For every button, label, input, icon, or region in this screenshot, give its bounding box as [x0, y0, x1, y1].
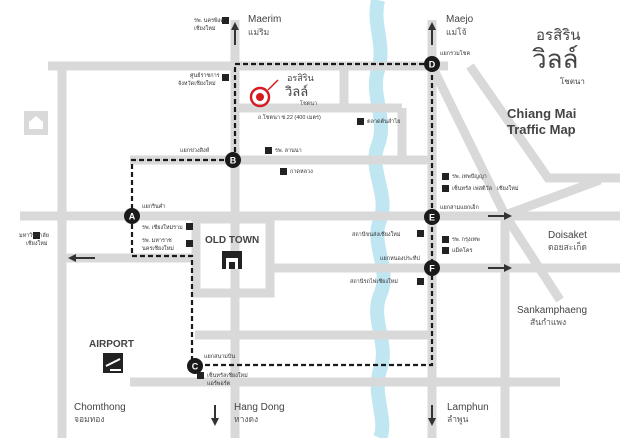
landmark-hosp-cm-uni-2: นครเชียงใหม่: [142, 245, 174, 252]
building-icon: [417, 230, 424, 237]
landmark-makro: แม็คโคร: [452, 246, 472, 254]
brand-logo: อรสิริน วิลล์ โชตนา: [532, 27, 585, 86]
dest-maejo: Maejo: [446, 14, 474, 25]
hospital-icon: [280, 168, 287, 175]
map-title-line-2: Traffic Map: [507, 122, 576, 137]
hospital-icon: [442, 236, 449, 243]
dest-maerim-th: แม่ริม: [248, 27, 269, 37]
landmark-kad-market: ตลาดต้นลำไย: [367, 118, 400, 125]
landmark-icons: [33, 17, 449, 379]
map-title-line-1: Chiang Mai: [507, 106, 576, 121]
dest-chomthong: Chomthong: [74, 402, 126, 413]
dest-sankamphaeng: Sankamphaeng: [517, 305, 587, 316]
road-network: [20, 20, 620, 438]
waypoint-e: [424, 209, 440, 225]
dest-hangdong: Hang Dong: [234, 402, 285, 413]
landmark-chiangmai-university-2: เชียงใหม่: [26, 240, 48, 247]
direction-arrows: [68, 22, 512, 426]
waypoint-markers[interactable]: [124, 56, 440, 374]
temple-icon: [24, 111, 48, 135]
intersection-b: แยกข่วงสิงห์: [180, 147, 210, 154]
dest-chomthong-th: จอมทอง: [74, 414, 105, 424]
building-icon: [442, 185, 449, 192]
intersection-e: แยกสามแยกเอ็ก: [440, 203, 479, 211]
brand-name-th-3: โชตนา: [560, 76, 585, 86]
dest-doisaket-th: ดอยสะเก็ด: [548, 241, 587, 252]
landmark-hosp-cm-uni-1: รพ. มหาราช: [142, 237, 172, 244]
building-icon: [222, 74, 229, 81]
market-icon: [357, 118, 364, 125]
landmark-theppanya-hospital: รพ. เทพปัญญา: [452, 173, 487, 180]
hospital-icon: [442, 173, 449, 180]
landmark-lanna-hospital: รพ. ลานนา: [275, 148, 302, 154]
airport-icon: [103, 353, 123, 373]
hotel-name-3: โชตนา: [300, 99, 317, 107]
dest-sankamphaeng-th: สันกำแพง: [530, 317, 566, 327]
waypoint-c-label: C: [192, 362, 199, 372]
landmark-bus-station: สถานีขนส่งเชียงใหม่: [352, 231, 401, 238]
intersection-a: แยกรินคำ: [142, 203, 166, 210]
landmark-bangkok-hospital: รพ. กรุงเทพ: [452, 237, 480, 243]
hotel-address: ถ.โชตนา ซ.22 (400 เมตร): [258, 113, 321, 121]
landmark-railway-station: สถานีรถไฟเชียงใหม่: [350, 278, 398, 285]
hotel-target-icon[interactable]: [249, 79, 279, 108]
dest-lamphun-th: ลำพูน: [447, 414, 469, 425]
landmark-central-festival: เซ็นทรัล เฟสติวัล: [452, 184, 492, 192]
intersection-d: แยกรวมโชค: [440, 49, 470, 57]
brand-name-th-1: อรสิริน: [536, 27, 581, 44]
waypoint-a: [124, 208, 140, 224]
area-airport: AIRPORT: [89, 339, 134, 350]
hospital-icon: [222, 17, 229, 24]
dest-maejo-th: แม่โจ้: [446, 27, 467, 37]
hotel-name-2: วิลล์: [284, 84, 308, 99]
building-icon: [442, 247, 449, 254]
waypoint-e-label: E: [429, 213, 435, 223]
castle-icon: [222, 251, 242, 269]
landmark-central-airport-2: แอร์พอร์ต: [207, 380, 231, 387]
landmark-gov-center-2: จังหวัดเชียงใหม่: [178, 80, 216, 87]
landmark-kad-market-2: กาดหลวง: [290, 169, 313, 175]
building-icon: [33, 232, 40, 239]
landmark-nakornping-hospital: รพ. นครพิงค์: [194, 17, 224, 24]
building-icon: [417, 278, 424, 285]
hospital-icon: [265, 147, 272, 154]
landmark-nakornping-hospital-2: เชียงใหม่: [194, 25, 216, 32]
waypoint-c: [187, 358, 203, 374]
waypoint-f-label: F: [429, 264, 435, 274]
intersection-c: แยกสนามบิน: [204, 353, 235, 360]
waypoint-f: [424, 260, 440, 276]
landmark-chiangmai-university: มหาวิทยาลัย: [19, 232, 49, 239]
dest-lamphun: Lamphun: [447, 402, 489, 413]
landmark-chiangmai-ram-hospital: รพ. เชียงใหม่ราม: [142, 224, 183, 231]
dest-hangdong-th: หางดง: [234, 414, 258, 424]
landmark-central-airport: เซ็นทรัลเชียงใหม่: [207, 371, 248, 379]
hotel-name-1: อรสิริน: [287, 73, 314, 83]
building-icon: [197, 372, 204, 379]
area-old-town: OLD TOWN: [205, 235, 259, 246]
waypoint-b-label: B: [230, 156, 237, 166]
dest-maerim: Maerim: [248, 14, 281, 25]
landmark-gov-center: ศูนย์ราชการ: [190, 72, 220, 79]
hospital-icon: [186, 223, 193, 230]
brand-name-th-2: วิลล์: [532, 44, 579, 74]
dest-doisaket: Doisaket: [548, 230, 587, 241]
waypoint-d: [424, 56, 440, 72]
waypoint-a-label: A: [129, 212, 136, 222]
hospital-icon: [186, 240, 193, 247]
waypoint-b: [225, 152, 241, 168]
waypoint-d-label: D: [429, 60, 436, 70]
landmark-central-festival-2: เชียงใหม่: [497, 185, 519, 192]
intersection-f: แยกหนองประทีป: [380, 255, 420, 262]
